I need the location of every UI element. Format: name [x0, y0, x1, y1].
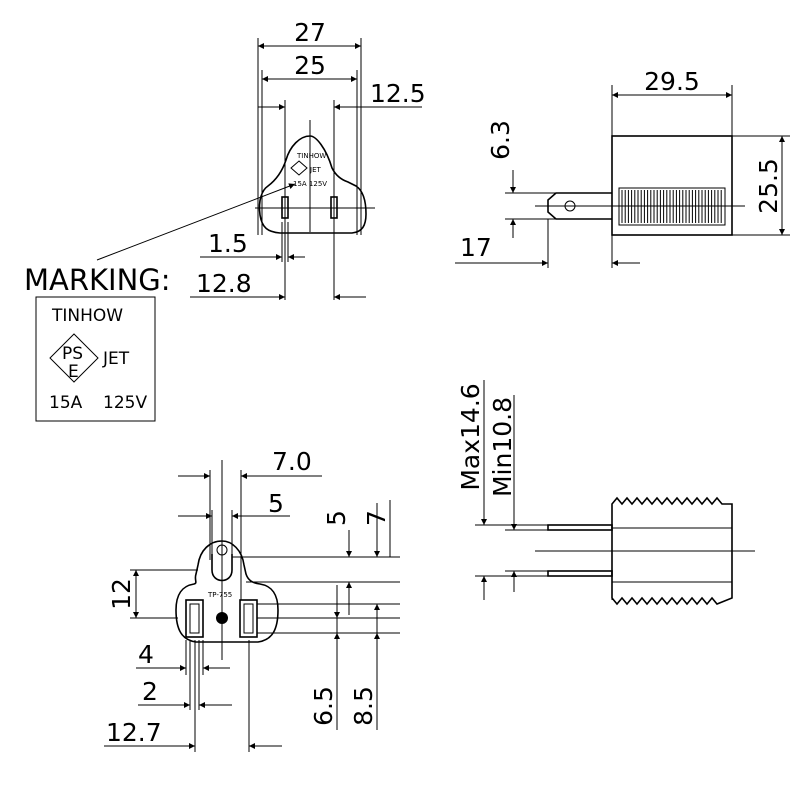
dim-socket-ground-7-0: 7.0 — [272, 447, 312, 476]
marking-voltage: 125V — [103, 393, 147, 413]
socket-slot-left — [185, 599, 204, 638]
pse-bottom-text: E — [68, 362, 79, 382]
socket-back-view: TP-755 7.0 5 5 7 — [104, 447, 400, 752]
plug-brand-text: TINHOW — [296, 152, 326, 160]
dim-socket-slot-spacing-12-7: 12.7 — [106, 718, 162, 747]
pse-diamond-small — [290, 160, 308, 176]
dim-socket-slot-6-5: 6.5 — [309, 686, 338, 726]
socket-slot-left-inner — [189, 603, 200, 634]
socket-body — [175, 540, 279, 643]
socket-slot-right-inner — [243, 603, 254, 634]
plug-front-view: TINHOW JET 15A 125V 27 25 12.5 1.5 12.8 — [96, 18, 426, 300]
pse-diamond-icon — [49, 333, 99, 383]
dim-side-height-25-5: 25.5 — [754, 158, 783, 214]
dim-width-27: 27 — [294, 18, 326, 47]
top-blade-lower — [547, 570, 613, 577]
marking-legend: MARKING: TINHOW PS E JET 15A 125V — [24, 263, 171, 422]
dim-socket-slot-8-5: 8.5 — [349, 686, 378, 726]
marking-brand: TINHOW — [51, 306, 123, 326]
marking-current: 15A — [49, 393, 83, 413]
dim-socket-height-12: 12 — [107, 578, 136, 610]
dim-width-25: 25 — [294, 51, 326, 80]
side-body — [611, 135, 733, 236]
marking-jet: JET — [102, 349, 130, 369]
dim-top-min-10-8: Min10.8 — [488, 397, 517, 497]
marking-box — [35, 296, 156, 422]
dim-side-blade-17: 17 — [460, 233, 492, 262]
dim-socket-slot-thickness-2: 2 — [142, 677, 158, 706]
pse-left-text: PS — [62, 344, 83, 364]
plug-front-body — [258, 135, 367, 234]
dim-blade-spacing-12-8: 12.8 — [196, 269, 252, 298]
dim-side-offset-6-3: 6.3 — [486, 120, 515, 160]
dim-half-width-12-5: 12.5 — [370, 79, 426, 108]
dim-socket-offset-7: 7 — [362, 510, 391, 526]
dim-top-max-14-6: Max14.6 — [456, 383, 485, 490]
socket-slot-right — [239, 599, 258, 638]
dim-socket-offset-5: 5 — [322, 510, 351, 526]
plug-jet-text: JET — [309, 166, 321, 174]
top-blade-upper — [547, 524, 613, 531]
dim-blade-thickness-1-5: 1.5 — [208, 229, 248, 258]
dim-socket-ground-slot-5: 5 — [268, 489, 284, 518]
dim-socket-slot-width-4: 4 — [138, 640, 154, 669]
marking-heading: MARKING: — [24, 263, 171, 297]
socket-model-text: TP-755 — [207, 591, 232, 599]
plug-top-view: Max14.6 Min10.8 — [456, 380, 755, 606]
dim-side-length-29-5: 29.5 — [644, 67, 700, 96]
plug-side-view: 29.5 25.5 6.3 17 — [455, 67, 790, 268]
